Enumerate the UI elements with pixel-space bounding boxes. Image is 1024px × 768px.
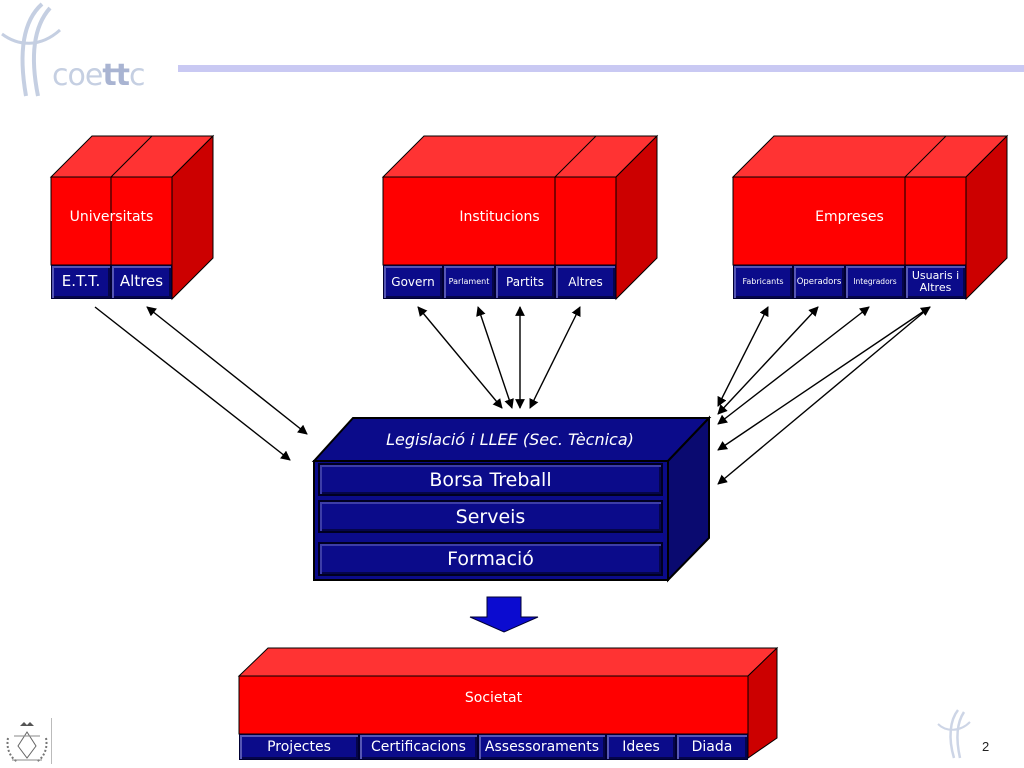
page-number: 2 [982, 739, 990, 754]
university-seal-icon [6, 722, 48, 763]
tab-partits[interactable]: Partits [495, 265, 555, 299]
empreses-block [731, 134, 1009, 301]
tab-projectes[interactable]: Projectes [239, 734, 359, 760]
universitats-title: Universitats [69, 209, 154, 225]
tab-operadors[interactable]: Operadors [793, 265, 845, 299]
arrow-govern-centre [417, 306, 503, 409]
arrow-usuaris-centre-1 [717, 306, 931, 451]
down-arrow-icon [469, 596, 539, 633]
arrow-altres-inst-centre [529, 306, 581, 409]
tab-ett[interactable]: E.T.T. [51, 265, 111, 299]
institucions-block [381, 134, 659, 301]
tab-certificacions[interactable]: Certificacions [359, 734, 478, 760]
societat-title: Societat [464, 690, 523, 706]
tab-parlament[interactable]: Parlament [443, 265, 495, 299]
footer-divider [51, 718, 52, 764]
tab-integradors[interactable]: Integradors [845, 265, 905, 299]
arrow-operadors-centre [717, 306, 819, 415]
arrow-usuaris-centre-2 [717, 306, 931, 485]
arrow-altres-uni-centre [146, 306, 308, 435]
tab-usuaris-altres[interactable]: Usuaris i Altres [905, 265, 966, 299]
tab-altres-universitats[interactable]: Altres [111, 265, 172, 299]
empreses-title: Empreses [815, 209, 884, 225]
universitats-block [49, 134, 215, 301]
coettc-logo-text: coettc [52, 58, 145, 93]
tab-idees[interactable]: Idees [606, 734, 676, 760]
row-formacio[interactable]: Formació [318, 542, 663, 576]
centre-top-label: Legislació i LLEE (Sec. Tècnica) [386, 430, 634, 449]
tab-assessoraments[interactable]: Assessoraments [478, 734, 606, 760]
tab-diada[interactable]: Diada [676, 734, 748, 760]
row-borsa-treball[interactable]: Borsa Treball [318, 463, 663, 496]
tab-altres-institucions[interactable]: Altres [555, 265, 616, 299]
header-rule [178, 65, 1024, 72]
institucions-title: Institucions [459, 209, 540, 225]
connector-arrows [94, 306, 931, 485]
arrow-ett-centre [94, 306, 291, 461]
coettc-logo-icon [1, 2, 62, 97]
societat-block [237, 646, 779, 759]
tab-fabricants[interactable]: Fabricants [733, 265, 793, 299]
coettc-footer-logo-icon [937, 709, 971, 759]
row-serveis[interactable]: Serveis [318, 500, 663, 533]
arrow-parlament-centre [476, 306, 514, 409]
tab-govern[interactable]: Govern [383, 265, 443, 299]
arrow-integradors-centre [717, 306, 870, 425]
